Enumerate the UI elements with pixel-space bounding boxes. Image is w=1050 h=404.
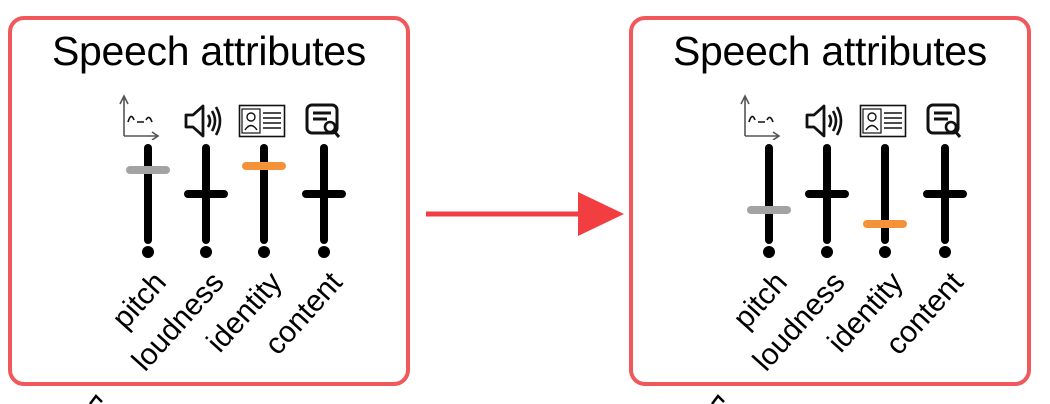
panel-title: Speech attributes (52, 28, 366, 74)
slider-knob-identity[interactable] (242, 162, 286, 170)
pitch-contour-icon (740, 94, 781, 140)
slider-knob-loudness[interactable] (184, 190, 228, 198)
slider-knob-pitch[interactable] (126, 166, 170, 174)
speech-attributes-panel-after: Speech attributes pitch loudness identit… (629, 16, 1031, 386)
slider-knob-content[interactable] (302, 190, 346, 198)
arrow-tip-icon (711, 394, 725, 404)
panel-title: Speech attributes (673, 28, 987, 74)
speech-attributes-panel-before: Speech attributes pitch loudness identit… (8, 16, 410, 386)
slider-identity[interactable] (242, 144, 286, 260)
slider-knob-loudness[interactable] (805, 190, 849, 198)
slider-pitch[interactable] (747, 144, 791, 260)
transformation-arrow (426, 192, 624, 236)
slider-knob-pitch[interactable] (747, 206, 791, 214)
slider-content[interactable] (302, 144, 346, 260)
arrow-tip-icon (89, 394, 103, 404)
speaker-icon (805, 104, 843, 138)
id-card-icon (238, 104, 286, 138)
document-edit-icon (305, 103, 341, 138)
document-edit-icon (926, 103, 962, 138)
id-card-icon (859, 104, 907, 138)
slider-identity[interactable] (863, 144, 907, 260)
speaker-icon (184, 104, 222, 138)
slider-pitch[interactable] (126, 144, 170, 260)
slider-knob-content[interactable] (923, 190, 967, 198)
slider-loudness[interactable] (805, 144, 849, 260)
pitch-contour-icon (119, 94, 160, 140)
slider-content[interactable] (923, 144, 967, 260)
slider-knob-identity[interactable] (863, 220, 907, 228)
slider-loudness[interactable] (184, 144, 228, 260)
